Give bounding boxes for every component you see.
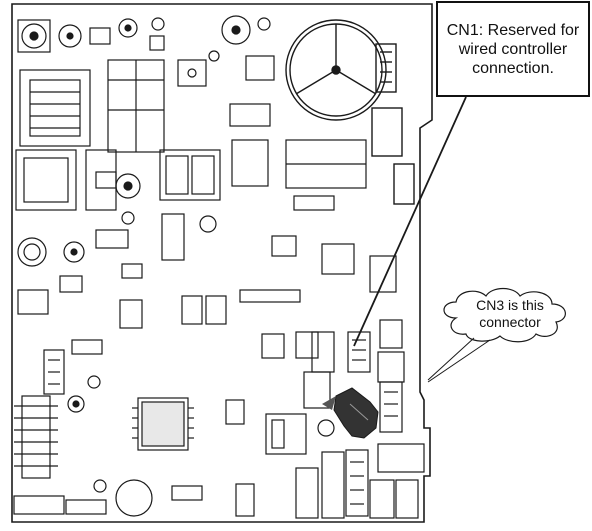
pcb-board	[11, 3, 433, 523]
bottom-right-connectors	[295, 443, 425, 519]
cn1-callout-text: CN1: Reserved for wired controller conne…	[446, 21, 580, 77]
pin-header-left	[14, 395, 85, 479]
cn3-cloud-callout	[443, 287, 566, 343]
cn3-leader-line-2	[427, 339, 491, 383]
lower-left-components	[17, 237, 301, 395]
middle-components	[95, 55, 367, 261]
large-capacitor	[285, 19, 415, 205]
cn3-callout-text: CN3 is this connector	[476, 297, 544, 330]
transformer-block	[15, 59, 165, 211]
bottom-components	[13, 399, 335, 517]
hand-pointer-icon	[322, 387, 379, 439]
connector-cluster	[261, 235, 405, 433]
cn3-leader-line-1	[427, 337, 475, 381]
cn1-callout-box: CN1: Reserved for wired controller conne…	[436, 1, 590, 97]
microcontroller-chip	[132, 397, 194, 451]
top-left-components	[17, 15, 271, 62]
cn1-leader-line	[353, 96, 467, 347]
